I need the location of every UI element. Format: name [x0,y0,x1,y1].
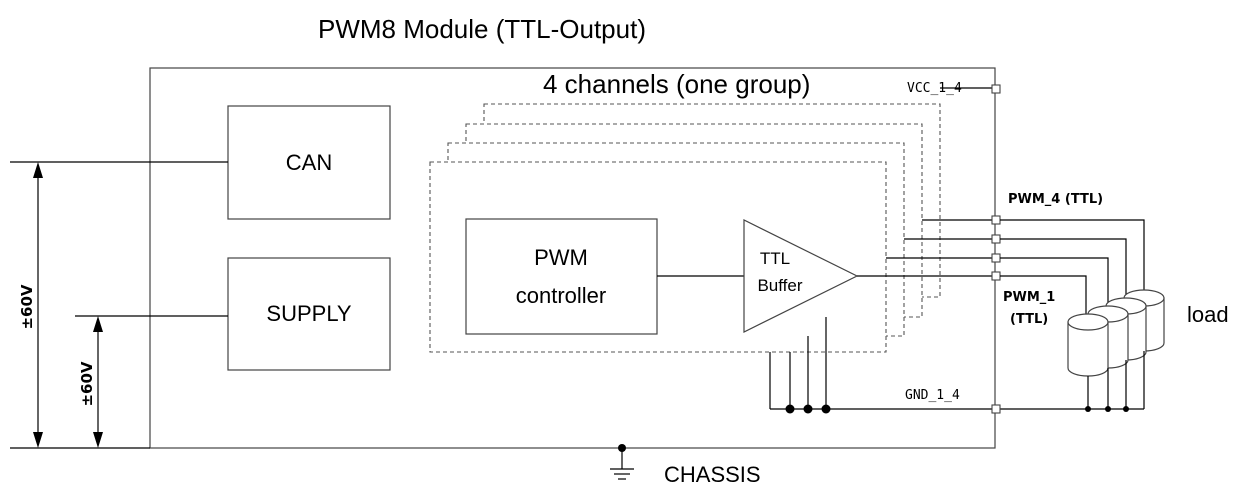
junction-dot [1123,406,1129,412]
pwm-controller-label-2: controller [516,283,606,308]
arrow-down-icon [93,432,103,448]
pwm4-pin-label: PWM_4 (TTL) [1008,192,1103,207]
pwm4-terminal [991,215,1001,225]
arrow-down-icon [33,432,43,448]
wire-pwm2 [1000,257,1109,313]
pwm1-pin-label-2: (TTL) [1010,312,1048,327]
supply-label: SUPPLY [266,301,352,326]
ground-icon [610,448,634,480]
junction-dot [785,404,795,414]
gnd-terminal [991,404,1001,414]
pwm1-pin-label-1: PWM_1 [1003,290,1055,305]
arrow-up-icon [33,162,43,178]
ttl-buffer-label-1: TTL [760,249,790,268]
can-label: CAN [286,150,332,175]
wire-pwm3 [1000,238,1127,304]
pwm1-terminal [991,271,1001,281]
chassis-label: CHASSIS [664,462,761,487]
ttl-buffer-triangle [743,219,859,333]
pwm-controller-label-1: PWM [534,245,588,270]
wire-pwm4 [1000,219,1145,296]
junction-dot [1105,406,1111,412]
load-cylinder-1 [1067,313,1109,377]
can-block [227,105,391,220]
junction-dot [821,404,831,414]
group-label: 4 channels (one group) [543,69,810,99]
wire-pwm1 [1000,275,1087,322]
diagram-title: PWM8 Module (TTL-Output) [318,14,646,44]
arrow-up-icon [93,316,103,332]
vcc-pin-label: VCC_1_4 [907,81,962,96]
junction-dot [803,404,813,414]
ttl-buffer-label-2: Buffer [757,276,802,295]
pwm-controller-block [465,218,658,335]
pwm3-terminal [991,234,1001,244]
load-label: load [1187,302,1229,327]
junction-dot [1085,406,1091,412]
gnd-pin-label: GND_1_4 [905,388,960,403]
voltage-outer-label: ±60V [18,284,36,329]
pwm2-terminal [991,253,1001,263]
supply-block [227,257,391,371]
vcc-terminal [991,84,1001,94]
voltage-inner-label: ±60V [78,361,96,406]
